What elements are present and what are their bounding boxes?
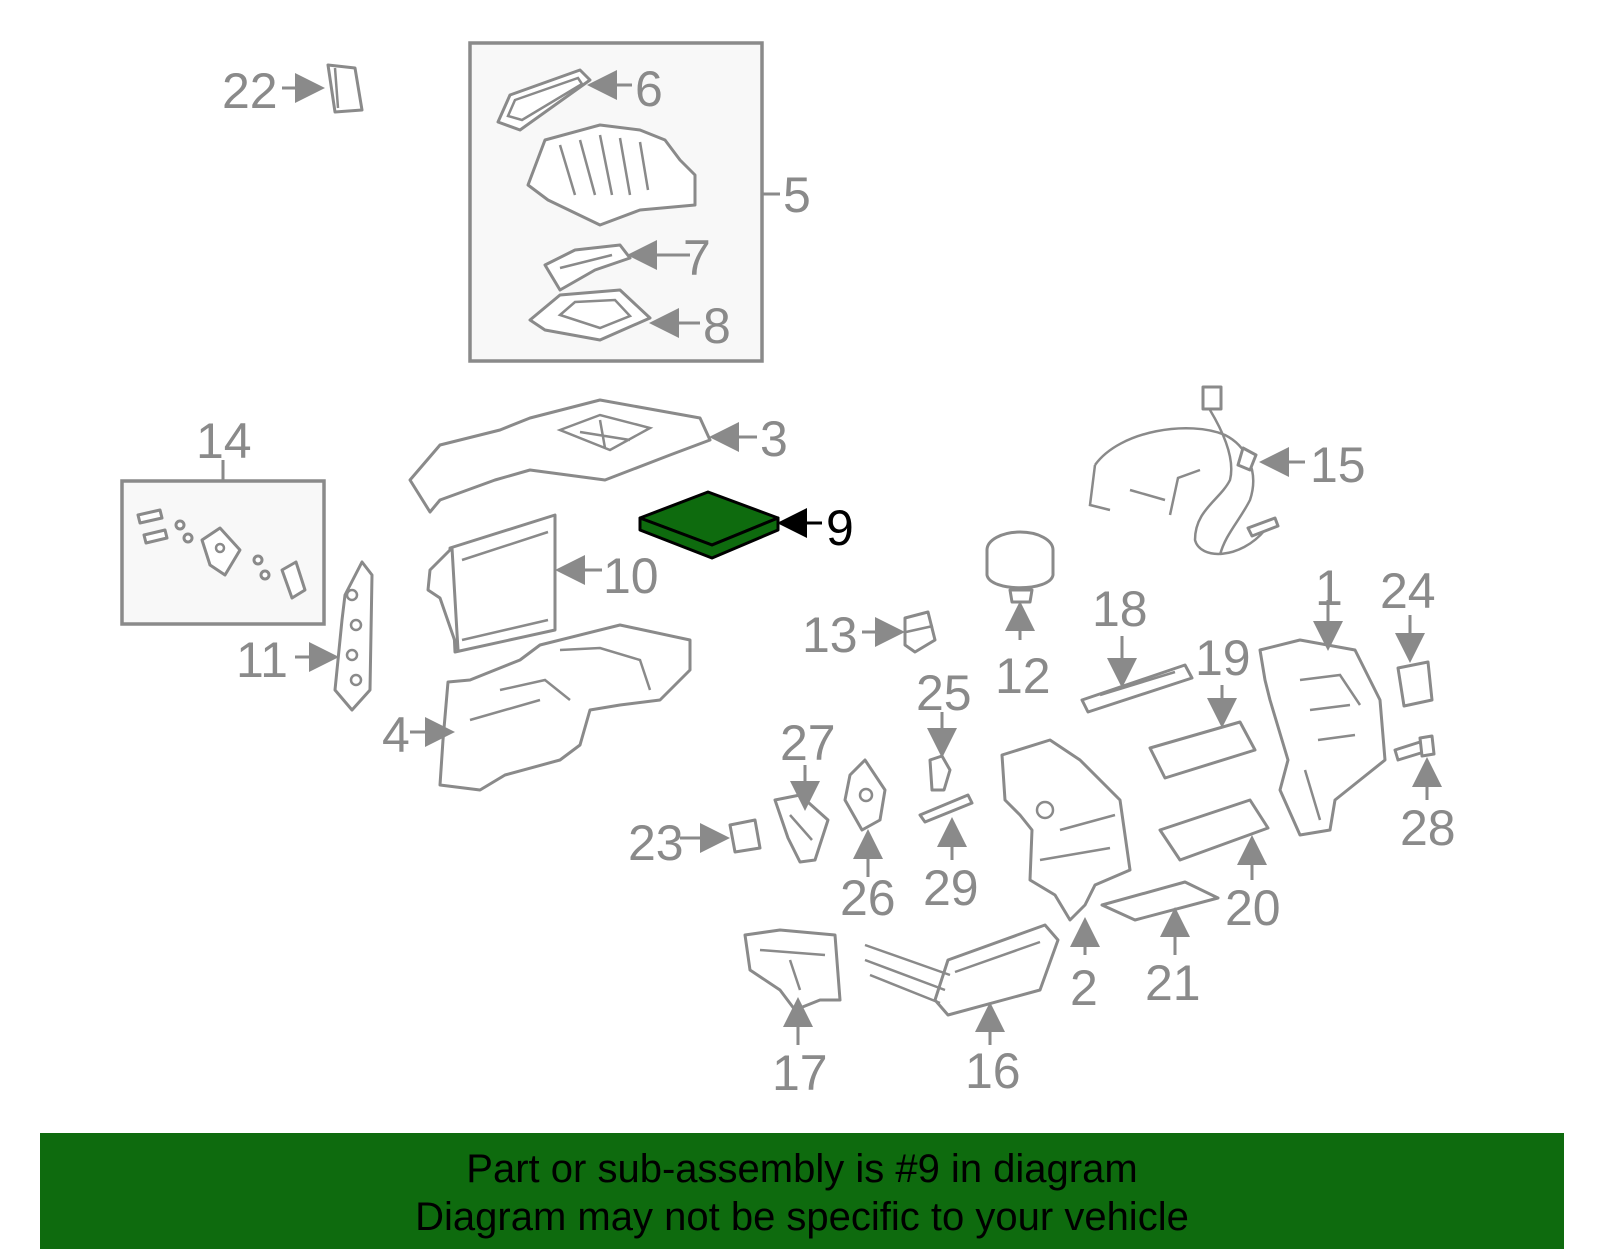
part-19-door[interactable] [1148,720,1257,780]
part-5-blower-case[interactable] [526,123,697,227]
callout-10[interactable]: 10 [603,548,659,604]
callout-21[interactable]: 21 [1145,955,1201,1011]
part-16-heater-core[interactable] [864,923,1060,1017]
part-27-duct[interactable] [773,793,830,864]
part-29-bolt[interactable] [918,793,974,824]
callout-20[interactable]: 20 [1225,880,1281,936]
callout-28[interactable]: 28 [1400,800,1456,856]
callout-1[interactable]: 1 [1315,560,1343,616]
callout-6[interactable]: 6 [635,61,663,117]
part-11-gasket[interactable] [333,560,374,712]
info-banner: Part or sub-assembly is #9 in diagram Di… [40,1133,1564,1249]
callout-29[interactable]: 29 [923,860,979,916]
part-23-sensor[interactable] [728,818,762,854]
part-15-wiring-harness[interactable] [1088,385,1280,556]
part-28-screw[interactable] [1393,734,1436,762]
part-4-lower-case[interactable] [438,623,692,792]
parts-diagram: 22 5 6 7 8 3 9 14 [120,41,1456,1101]
callout-9[interactable]: 9 [826,500,854,556]
callout-7[interactable]: 7 [683,230,711,286]
callout-26[interactable]: 26 [840,870,896,926]
callout-5[interactable]: 5 [783,167,811,223]
part-26-bracket[interactable] [843,758,887,832]
callout-27[interactable]: 27 [780,715,836,771]
part-3-upper-case[interactable] [408,398,712,514]
part-20-door[interactable] [1158,798,1270,862]
callout-15[interactable]: 15 [1310,437,1366,493]
part-9-cabin-filter[interactable] [638,490,780,560]
callout-19[interactable]: 19 [1195,630,1251,686]
part-21-door[interactable] [1100,880,1220,922]
callout-3[interactable]: 3 [760,411,788,467]
callout-25[interactable]: 25 [916,665,972,721]
part-12-blower-motor[interactable] [985,530,1055,604]
part-10-evaporator[interactable] [426,513,557,654]
part-13-resistor[interactable] [903,610,937,654]
callout-22[interactable]: 22 [222,63,278,119]
callout-4[interactable]: 4 [382,707,410,763]
callout-18[interactable]: 18 [1092,581,1148,637]
callout-24[interactable]: 24 [1380,563,1436,619]
callout-17[interactable]: 17 [772,1045,828,1101]
part-25-clip[interactable] [928,754,952,792]
part-24-module[interactable] [1396,660,1434,708]
part-18-door[interactable] [1080,663,1194,714]
part-17-duct[interactable] [743,928,842,1012]
part-14-fittings[interactable] [136,508,307,600]
callout-13[interactable]: 13 [802,607,858,663]
callout-2[interactable]: 2 [1070,960,1098,1016]
part-1-heater-case[interactable] [1258,638,1387,837]
callout-16[interactable]: 16 [965,1043,1021,1099]
part-6-seal[interactable] [496,68,592,132]
part-2-case-half[interactable] [1000,738,1132,922]
callout-8[interactable]: 8 [703,298,731,354]
callout-23[interactable]: 23 [628,815,684,871]
banner-line-1: Part or sub-assembly is #9 in diagram [466,1147,1138,1191]
callout-12[interactable]: 12 [995,648,1051,704]
banner-line-2: Diagram may not be specific to your vehi… [415,1195,1189,1239]
part-22-connector[interactable] [326,63,364,114]
callout-14[interactable]: 14 [196,413,252,469]
callout-11[interactable]: 11 [236,632,288,688]
